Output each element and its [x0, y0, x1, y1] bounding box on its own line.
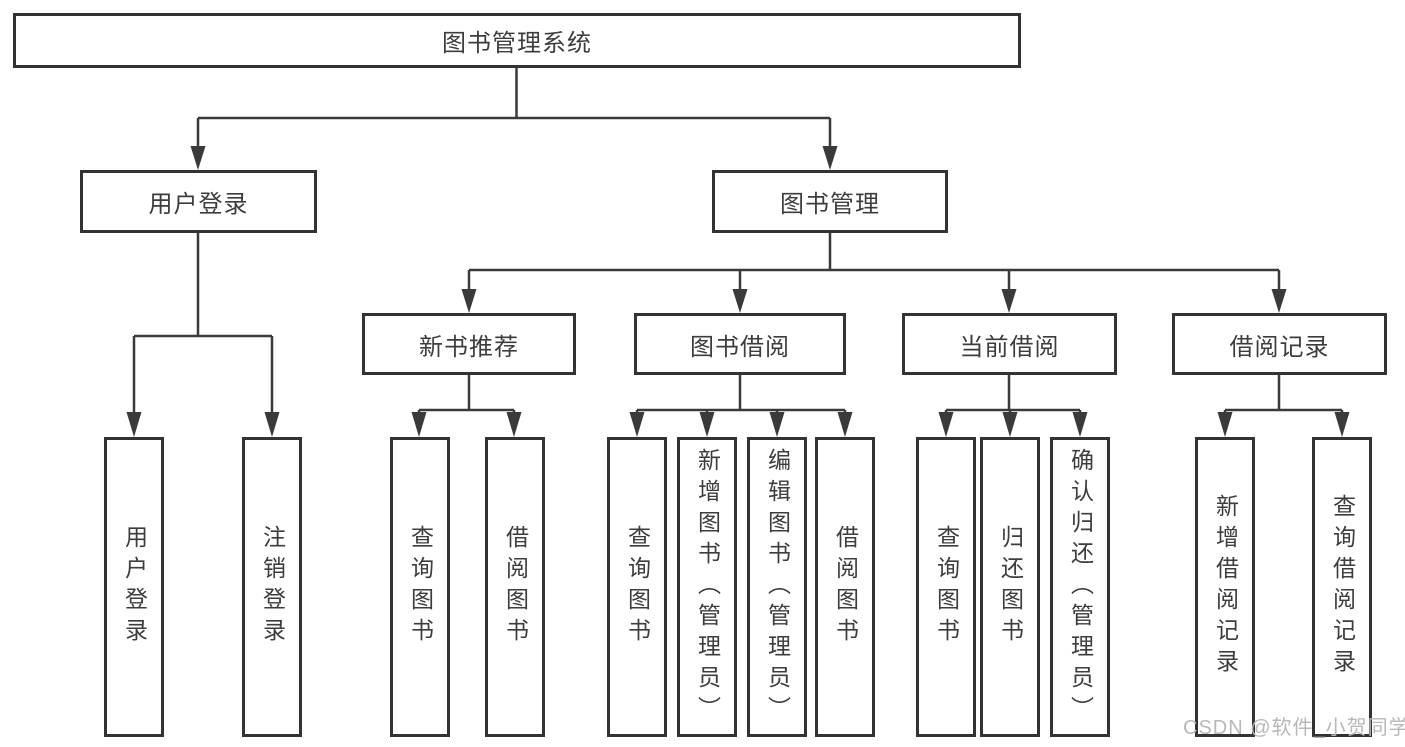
- leaf-bb-borrow-books: 借阅图书: [815, 437, 875, 737]
- node-label: 借阅图书: [502, 525, 529, 649]
- node-label: 新增借阅记录: [1212, 494, 1239, 680]
- node-new-book-recommend: 新书推荐: [362, 313, 576, 375]
- connector-book-management-split: [467, 233, 1281, 291]
- arrowhead-borrow-records: [1271, 289, 1287, 313]
- arrowhead-cb-return-books: [1002, 412, 1018, 437]
- arrowhead-cb-confirm-return: [1072, 412, 1088, 437]
- leaf-bb-add-books-admin: 新增图书（管理员）: [677, 437, 737, 737]
- node-label: 编辑图书（管理员）: [764, 447, 791, 727]
- leaf-br-query-record: 查询借阅记录: [1312, 437, 1372, 737]
- arrowhead-user-login: [190, 146, 206, 170]
- arrowhead-book-borrow: [732, 289, 748, 313]
- arrowhead-current-borrow: [1001, 289, 1017, 313]
- node-label: 用户登录: [148, 191, 249, 218]
- arrowhead-new-book-recommend: [461, 289, 477, 313]
- arrowhead-leaf-logout: [264, 412, 280, 437]
- connector-book-borrow-split: [635, 375, 847, 414]
- watermark: CSDN @软件_小贺同学: [1183, 717, 1405, 739]
- node-current-borrow: 当前借阅: [902, 313, 1117, 375]
- node-label: 当前借阅: [959, 333, 1060, 361]
- node-root: 图书管理系统: [13, 13, 1021, 68]
- node-book-management: 图书管理: [712, 170, 948, 233]
- arrowhead-bb-query-books: [629, 412, 645, 437]
- node-label: 用户登录: [121, 525, 148, 649]
- node-label: 借阅记录: [1229, 333, 1330, 361]
- arrowhead-br-query-record: [1334, 412, 1350, 437]
- node-label: 查询图书: [407, 525, 434, 649]
- connector-root-split: [196, 68, 832, 148]
- connector-current-borrow-split: [944, 375, 1082, 414]
- node-label: 确认归还（管理员）: [1067, 447, 1094, 727]
- node-label: 注销登录: [259, 525, 286, 649]
- leaf-user-login: 用户登录: [104, 437, 164, 737]
- arrowhead-bb-edit-books: [769, 412, 785, 437]
- node-label: 查询借阅记录: [1329, 494, 1356, 680]
- arrowhead-nbr-borrow-books: [506, 412, 522, 437]
- arrowhead-leaf-user-login: [126, 412, 142, 437]
- leaf-logout: 注销登录: [242, 437, 302, 737]
- leaf-bb-edit-books-admin: 编辑图书（管理员）: [747, 437, 807, 737]
- leaf-nbr-query-books: 查询图书: [390, 437, 450, 737]
- connector-user-login-split: [132, 233, 274, 414]
- leaf-bb-query-books: 查询图书: [607, 437, 667, 737]
- node-label: 归还图书: [997, 525, 1024, 649]
- node-user-login: 用户登录: [80, 170, 317, 233]
- arrowhead-nbr-query-books: [411, 412, 427, 437]
- node-label: 查询图书: [933, 525, 960, 649]
- node-label: 查询图书: [624, 525, 651, 649]
- arrowhead-bb-add-books: [699, 412, 715, 437]
- arrowhead-cb-query-books: [938, 412, 954, 437]
- arrowhead-br-add-record: [1217, 412, 1233, 437]
- node-label: 借阅图书: [832, 525, 859, 649]
- node-label: 图书借阅: [690, 333, 790, 361]
- connector-borrow-records-split: [1223, 375, 1344, 414]
- node-label: 图书管理: [780, 191, 880, 218]
- leaf-br-add-record: 新增借阅记录: [1195, 437, 1255, 737]
- leaf-cb-confirm-return-admin: 确认归还（管理员）: [1050, 437, 1110, 737]
- node-label: 新书推荐: [419, 333, 519, 361]
- node-borrow-records: 借阅记录: [1172, 313, 1387, 375]
- arrowhead-bb-borrow-books: [837, 412, 853, 437]
- node-label: 新增图书（管理员）: [694, 447, 721, 727]
- node-book-borrow: 图书借阅: [634, 313, 846, 375]
- leaf-nbr-borrow-books: 借阅图书: [485, 437, 545, 737]
- leaf-cb-return-books: 归还图书: [980, 437, 1040, 737]
- node-label: 图书管理系统: [442, 30, 592, 57]
- arrowhead-book-management: [822, 146, 838, 170]
- connector-new-book-split: [417, 375, 516, 414]
- leaf-cb-query-books: 查询图书: [916, 437, 976, 737]
